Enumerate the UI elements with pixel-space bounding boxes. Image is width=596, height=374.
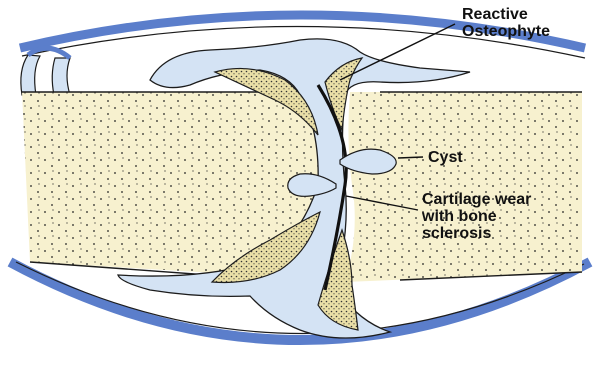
- cyst-leader-line: [398, 157, 423, 158]
- reactive-osteophyte-label: Reactive Osteophyte: [462, 6, 550, 40]
- right-cyst: [340, 149, 396, 174]
- ligament-loop: [21, 48, 70, 95]
- cyst-label: Cyst: [428, 149, 463, 166]
- cartilage-wear-label: Cartilage wear with bone sclerosis: [422, 191, 531, 242]
- right-bone: [345, 92, 582, 282]
